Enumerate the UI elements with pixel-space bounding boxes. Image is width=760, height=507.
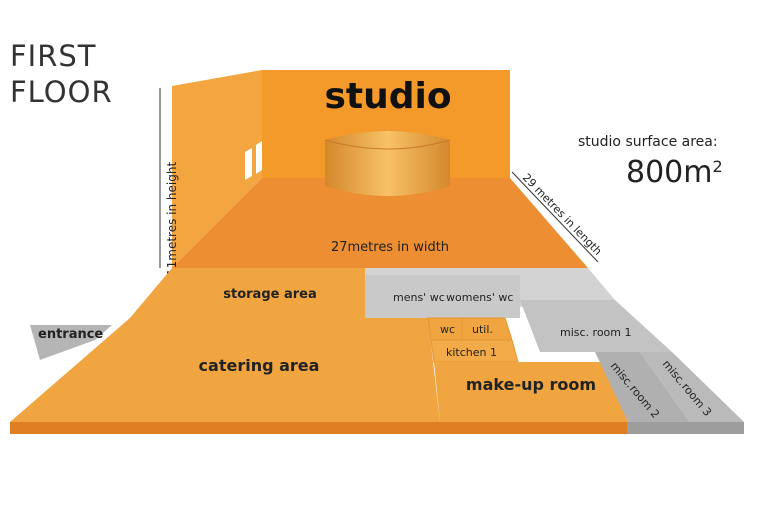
storage-area-label: storage area [223,287,317,302]
studio-name: studio [324,76,451,117]
misc-room-3-floor [640,352,744,422]
entrance-floor [30,325,112,360]
floor-title-line2: FLOOR [10,75,113,109]
wc-label: wc [440,323,455,336]
womens-wc-label: womens' wc [446,291,513,304]
floor-slab-edge-orange [10,422,627,434]
misc-room-1-floor [520,300,672,352]
surface-area-unit: 2 [712,157,723,176]
catering-area-label: catering area [199,356,320,375]
util-label: util. [472,323,493,336]
length-dimension-line [511,171,599,263]
studio-left-wall [172,70,262,268]
floor-title-line1: FIRST [10,39,97,73]
studio-cylinder [325,131,450,196]
kitchen-label: kitchen 1 [446,346,497,359]
surface-area-value: 800m2 [626,155,723,190]
mens-wc-label: mens' wc [393,291,445,304]
floor-slab-edge-grey [627,422,744,434]
entrance-label: entrance [38,327,103,342]
studio-cylinder-top [324,139,451,150]
height-label: 11metres in height [165,162,179,276]
floor-title: FIRST FLOOR [10,38,113,110]
surface-area-label: studio surface area: [578,134,718,150]
makeup-room-label: make-up room [466,375,596,394]
catering-area-floor [10,318,440,422]
misc-room-2-floor [595,352,690,422]
surface-area-number: 800m [626,155,713,190]
storage-area-floor [130,268,365,318]
studio-floor [172,178,588,268]
studio-window-1 [245,148,252,180]
misc-room-1-label: misc. room 1 [560,326,632,339]
studio-window-2 [256,141,262,174]
mens-wc-block [365,275,520,318]
width-label: 27metres in width [331,240,449,255]
makeup-room-floor [434,362,628,422]
